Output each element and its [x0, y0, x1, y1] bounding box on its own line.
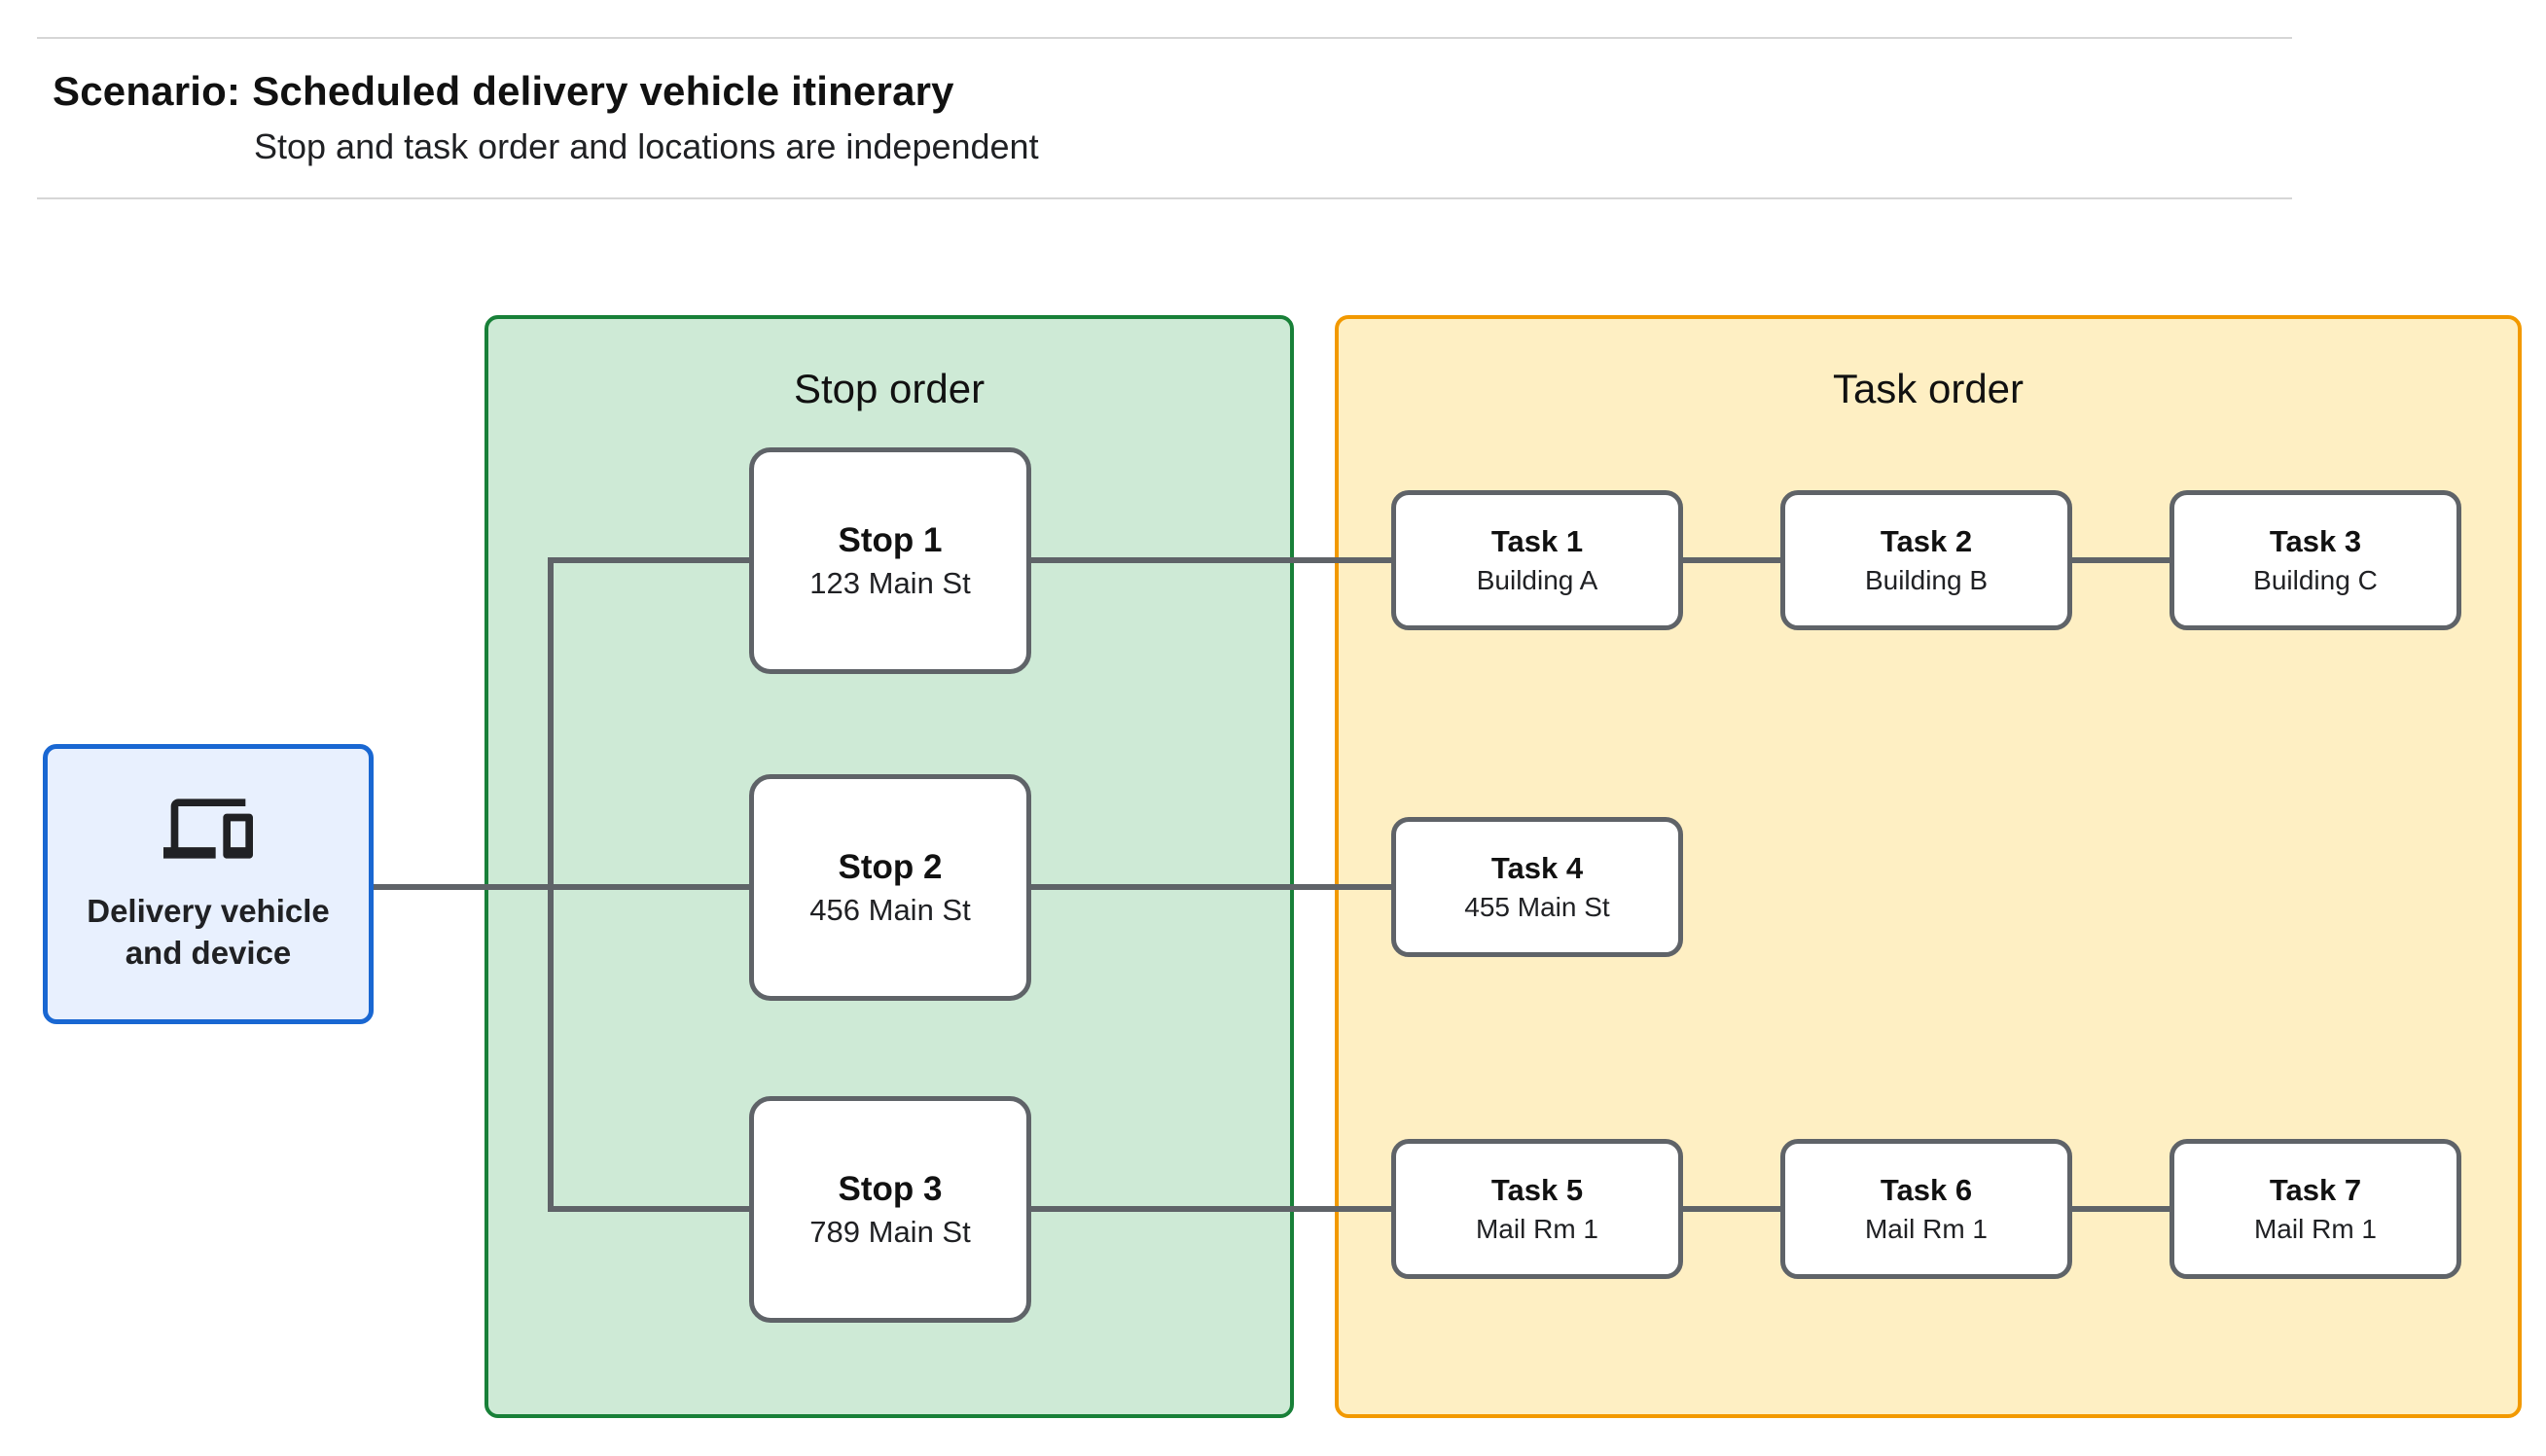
task-4-title: Task 4	[1490, 851, 1584, 886]
delivery-label-line2: and device	[125, 935, 292, 972]
connector-stop2-to-task4	[1031, 884, 1391, 890]
scenario-subtitle: Stop and task order and locations are in…	[254, 126, 1039, 166]
devices-icon	[163, 799, 253, 859]
task-node-5: Task 5 Mail Rm 1	[1391, 1139, 1683, 1279]
task-5-title: Task 5	[1490, 1173, 1584, 1208]
stop-node-3: Stop 3 789 Main St	[749, 1096, 1031, 1323]
connector-task1-to-task2	[1683, 557, 1780, 563]
task-7-title: Task 7	[2269, 1173, 2362, 1208]
task-7-location: Mail Rm 1	[2253, 1214, 2377, 1245]
task-1-location: Building A	[1476, 565, 1598, 596]
stop-node-1: Stop 1 123 Main St	[749, 447, 1031, 674]
connector-task2-to-task3	[2072, 557, 2169, 563]
connector-branch-to-stop1	[548, 557, 749, 563]
connector-branch-to-stop3	[548, 1206, 749, 1212]
task-3-location: Building C	[2253, 565, 2378, 596]
stop-1-address: 123 Main St	[809, 566, 971, 601]
stop-order-panel-title: Stop order	[793, 366, 986, 411]
delivery-label-line1: Delivery vehicle	[87, 892, 330, 929]
task-2-location: Building B	[1864, 565, 1989, 596]
stop-node-2: Stop 2 456 Main St	[749, 774, 1031, 1001]
delivery-vehicle-node: Delivery vehicle and device	[43, 744, 374, 1024]
delivery-vehicle-label: Delivery vehicle and device	[48, 890, 369, 975]
task-1-title: Task 1	[1490, 524, 1584, 559]
connector-stop1-to-task1	[1031, 557, 1391, 563]
task-5-location: Mail Rm 1	[1475, 1214, 1598, 1245]
task-node-6: Task 6 Mail Rm 1	[1780, 1139, 2072, 1279]
task-6-title: Task 6	[1880, 1173, 1973, 1208]
stop-3-address: 789 Main St	[809, 1215, 971, 1250]
scenario-label: Scenario:	[53, 68, 241, 114]
connector-task5-to-task6	[1683, 1206, 1780, 1212]
task-3-title: Task 3	[2269, 524, 2362, 559]
connector-delivery-to-stop2	[370, 884, 749, 890]
task-node-7: Task 7 Mail Rm 1	[2169, 1139, 2461, 1279]
task-node-1: Task 1 Building A	[1391, 490, 1683, 630]
task-node-4: Task 4 455 Main St	[1391, 817, 1683, 957]
connector-task6-to-task7	[2072, 1206, 2169, 1212]
scenario-name: Scheduled delivery vehicle itinerary	[252, 68, 954, 114]
stop-2-address: 456 Main St	[809, 893, 971, 928]
connector-branch-vertical	[548, 557, 554, 1212]
task-node-3: Task 3 Building C	[2169, 490, 2461, 630]
connector-stop3-to-task5	[1031, 1206, 1391, 1212]
task-2-title: Task 2	[1880, 524, 1973, 559]
task-order-panel-title: Task order	[1832, 366, 2025, 411]
task-4-location: 455 Main St	[1464, 892, 1610, 923]
scenario-title: Scenario:Scheduled delivery vehicle itin…	[53, 68, 954, 115]
task-node-2: Task 2 Building B	[1780, 490, 2072, 630]
header-divider-bottom	[37, 197, 2292, 199]
task-6-location: Mail Rm 1	[1864, 1214, 1988, 1245]
stop-2-title: Stop 2	[838, 847, 943, 886]
header-divider-top	[37, 37, 2292, 39]
stop-3-title: Stop 3	[838, 1169, 943, 1208]
stop-1-title: Stop 1	[838, 520, 943, 559]
